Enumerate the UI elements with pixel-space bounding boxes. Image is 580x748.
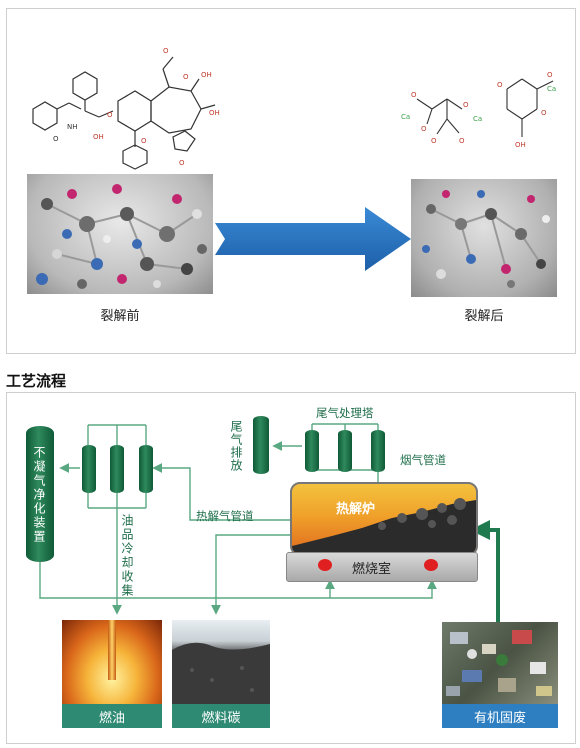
- after-cracking-label: 裂解后: [464, 309, 504, 324]
- fuel-carbon-caption: 燃料碳: [172, 704, 270, 728]
- svg-text:O: O: [541, 109, 547, 117]
- exhaust-tower-column-3: [371, 430, 385, 472]
- process-flow-title: 工艺流程: [6, 372, 67, 390]
- burner-right-icon: [424, 559, 438, 571]
- condenser-column-1: [82, 445, 96, 493]
- svg-text:O: O: [459, 137, 465, 145]
- svg-text:O: O: [141, 137, 147, 145]
- condenser-column-2: [110, 445, 124, 493]
- pyrolysis-gas-pipe-label: 热解气管道: [196, 509, 254, 523]
- svg-text:O: O: [431, 137, 437, 145]
- exhaust-tower-label: 尾气处理塔: [316, 406, 374, 420]
- exhaust-vent-column: [253, 416, 269, 474]
- fuel-oil-caption: 燃油: [62, 704, 162, 728]
- pyrolysis-furnace: [290, 482, 478, 556]
- transformation-arrow: [215, 207, 411, 271]
- exhaust-tower-column-2: [338, 430, 352, 472]
- svg-text:O: O: [411, 91, 417, 99]
- svg-text:Ca: Ca: [401, 113, 410, 121]
- pyrolysis-furnace-label: 热解炉: [336, 502, 376, 517]
- gas-purifier-column: [26, 426, 54, 562]
- exhaust-vent-label: 尾气排放: [229, 420, 243, 472]
- gas-purifier-label: 不凝气净化装置: [32, 446, 46, 544]
- svg-text:OH: OH: [515, 141, 526, 149]
- svg-text:O: O: [497, 81, 503, 89]
- organic-solid-waste-image: [442, 622, 558, 704]
- molecule-model-after-image: [411, 179, 557, 297]
- molecule-before-structure: O O O OH OH OH O O NH O: [32, 47, 220, 170]
- svg-text:Ca: Ca: [473, 115, 482, 123]
- svg-text:O: O: [53, 135, 59, 143]
- svg-text:OH: OH: [93, 133, 104, 141]
- svg-text:NH: NH: [67, 123, 78, 131]
- flue-gas-pipe-label: 烟气管道: [400, 453, 446, 467]
- svg-text:O: O: [547, 71, 553, 79]
- oil-condenser-label: 油品冷却收集: [120, 514, 134, 598]
- svg-text:O: O: [463, 101, 469, 109]
- exhaust-tower-column-1: [305, 430, 319, 472]
- svg-text:O: O: [179, 159, 185, 167]
- organic-solid-waste-caption: 有机固废: [442, 704, 558, 728]
- condenser-column-3: [139, 445, 153, 493]
- fuel-carbon-image: [172, 620, 270, 704]
- combustion-chamber-label: 燃烧室: [352, 562, 392, 577]
- fuel-oil-image: [62, 620, 162, 704]
- svg-text:O: O: [163, 47, 169, 55]
- burner-left-icon: [318, 559, 332, 571]
- before-cracking-label: 裂解前: [100, 309, 140, 324]
- molecule-model-before-image: [27, 174, 213, 294]
- svg-text:Ca: Ca: [547, 85, 556, 93]
- svg-text:O: O: [421, 125, 427, 133]
- svg-text:OH: OH: [209, 109, 220, 117]
- svg-text:O: O: [107, 111, 113, 119]
- svg-text:OH: OH: [201, 71, 212, 79]
- svg-text:O: O: [183, 73, 189, 81]
